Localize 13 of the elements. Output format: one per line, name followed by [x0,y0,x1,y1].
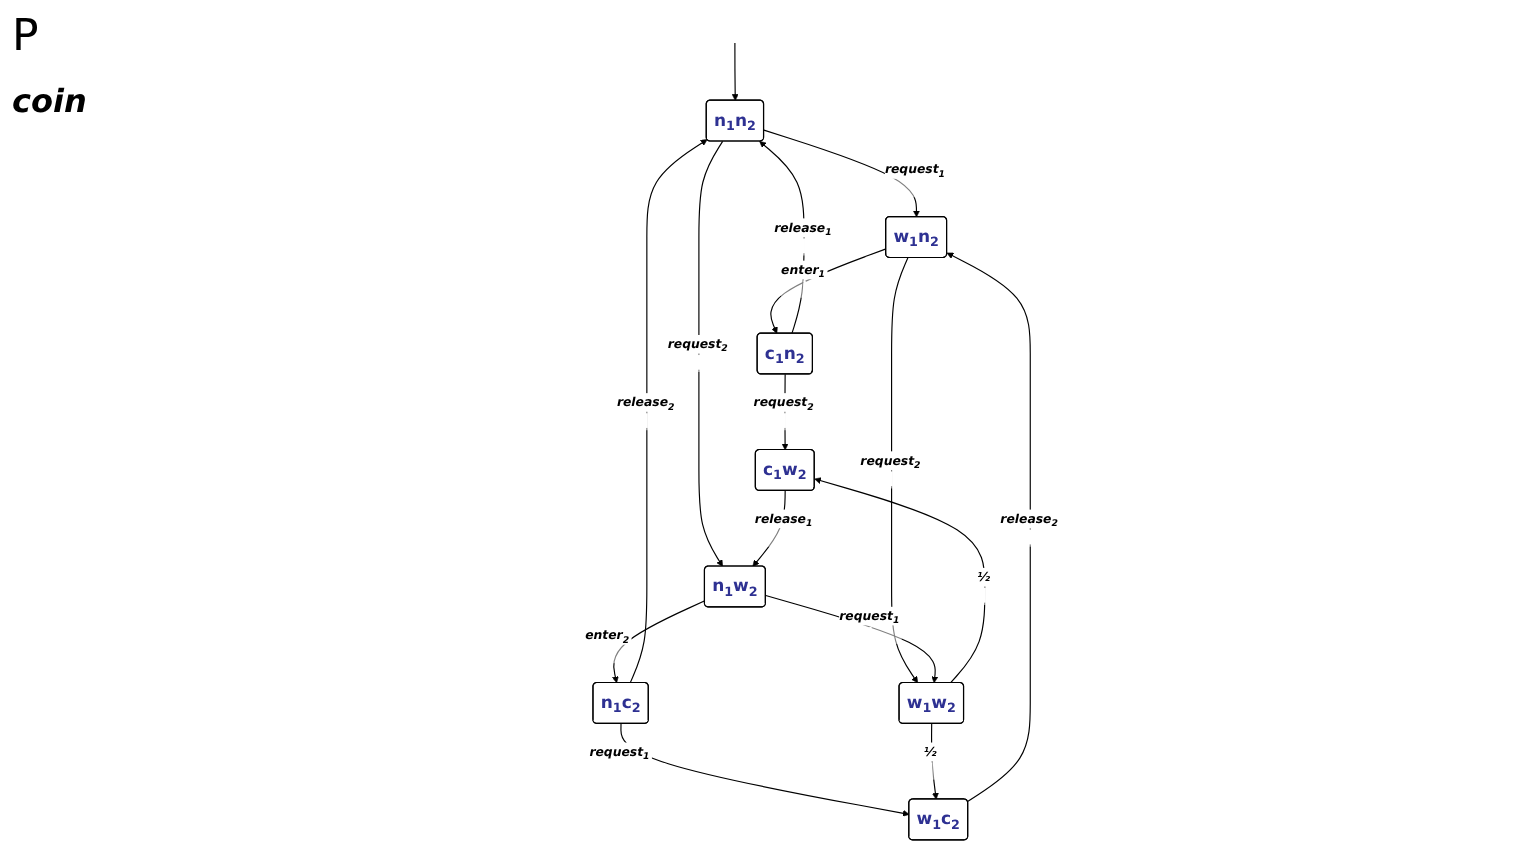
arrow [770,248,887,334]
arrow [612,600,706,684]
arrow [946,252,1031,802]
arrow [620,723,910,817]
label-text: P [12,12,41,62]
arrow [891,257,919,684]
arrow [814,477,986,684]
arrow [629,139,708,684]
label-text: coin [12,82,89,120]
arrow [698,140,724,567]
arrow [763,129,920,218]
arrow [731,42,739,101]
arrow [765,594,939,684]
